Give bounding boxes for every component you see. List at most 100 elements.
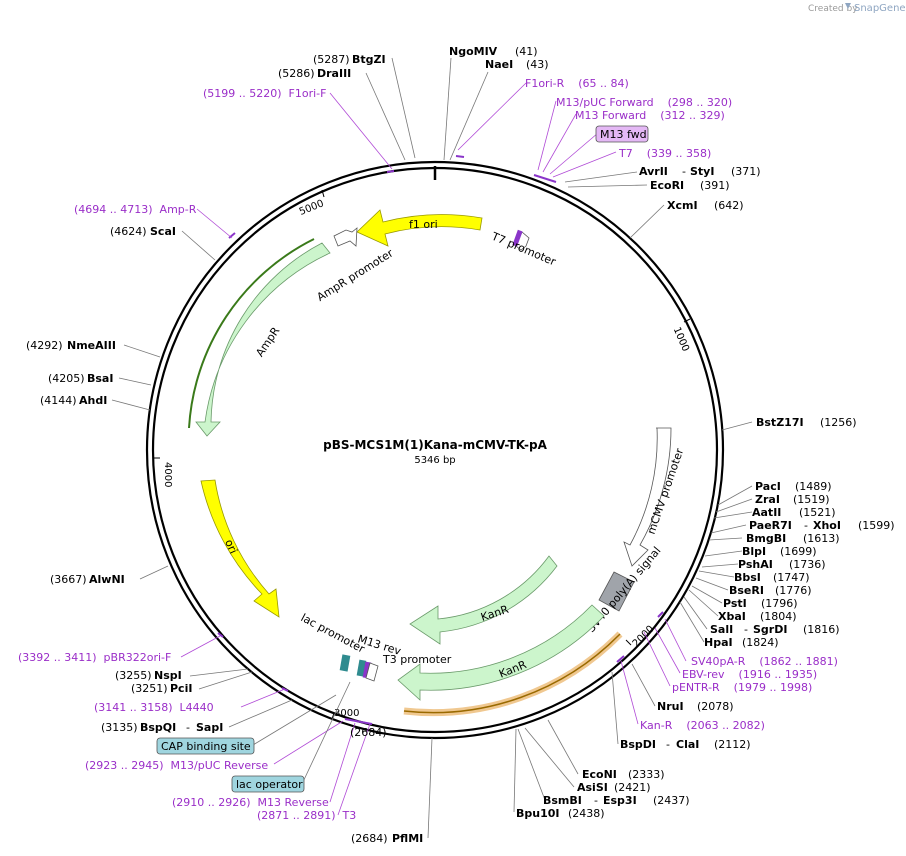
primer-t3[interactable]: (2871 .. 2891) T3 (257, 809, 356, 822)
site-sep-bspdi: - (666, 738, 670, 751)
site-name-bspdi[interactable]: BspDI (620, 738, 656, 751)
credit-text: Created by (808, 4, 858, 14)
site-name-zrai[interactable]: ZraI (755, 493, 780, 506)
feature-sv40-polya-signal[interactable] (598, 571, 635, 612)
site-name-avrii[interactable]: AvrII (639, 165, 668, 178)
site-name-paer7i[interactable]: PaeR7I (749, 519, 792, 532)
site-name-hpai[interactable]: HpaI (704, 636, 733, 649)
primer-m13puc-forward[interactable]: M13/pUC Forward (298 .. 320) (556, 96, 732, 109)
site-name-bsai[interactable]: BsaI (87, 372, 113, 385)
site-name-aatii[interactable]: AatII (752, 506, 781, 519)
site-name-naei[interactable]: NaeI (485, 58, 513, 71)
site-pos-bpu10i: (2438) (568, 807, 605, 820)
site-pos-bbsi: (1747) (773, 571, 810, 584)
site-name-bpu10i[interactable]: Bpu10I (516, 807, 560, 820)
feature-f1-ori[interactable] (356, 209, 483, 247)
site-name-xhoi[interactable]: XhoI (813, 519, 841, 532)
site-pos-bspqi: (3135) (101, 721, 138, 734)
site-name-alwni[interactable]: AlwNI (89, 573, 125, 586)
site-pos-bstz17i: (1256) (820, 416, 857, 429)
site-pos-ngomiv: (41) (515, 45, 538, 58)
ruler-tick-1000 (683, 318, 691, 323)
feature-ampr[interactable] (195, 242, 331, 437)
site-pos-nspi: (3255) (115, 669, 152, 682)
primer-ebv-rev[interactable]: EBV-rev (1916 .. 1935) (682, 668, 817, 681)
feature-mcmv-promoter[interactable] (623, 427, 672, 567)
site-pos-pflmi: (2684) (350, 726, 387, 739)
site-name-btgzi[interactable]: BtgZI (352, 53, 386, 66)
site-name-xbai[interactable]: XbaI (718, 610, 746, 623)
site-name-ecori[interactable]: EcoRI (650, 179, 684, 192)
feature-ampr-promoter[interactable] (333, 227, 358, 247)
primer-f1ori-r[interactable]: F1ori-R (65 .. 84) (525, 77, 629, 90)
primer-amp-r[interactable]: (4694 .. 4713) Amp-R (74, 203, 197, 216)
primer-kan-r[interactable]: Kan-R (2063 .. 2082) (640, 719, 765, 732)
feature-ori[interactable] (200, 479, 280, 618)
site-name-economi[interactable]: EcoNI (582, 768, 617, 781)
feature-label-kanr-inner: KanR (479, 603, 510, 624)
site-name-bbsi[interactable]: BbsI (734, 571, 761, 584)
site-name-sali[interactable]: SalI (710, 623, 733, 636)
site-name-draiii[interactable]: DraIII (317, 67, 351, 80)
feature-label-lac-promoter: lac promoter (299, 611, 368, 656)
primer-f1ori-f[interactable]: (5199 .. 5220) F1ori-F (203, 87, 326, 100)
backbone-ring (145, 160, 725, 740)
cap-binding-site-box[interactable] (156, 737, 255, 755)
site-name-bseri[interactable]: BseRI (729, 584, 764, 597)
site-name-nmeaiii[interactable]: NmeAIII (67, 339, 116, 352)
site-name-bspqi[interactable]: BspQI (140, 721, 176, 734)
ruler-tick-2000 (625, 639, 632, 646)
feature-label-f1-ori: f1 ori (409, 218, 438, 231)
site-name-ahdi[interactable]: AhdI (79, 394, 107, 407)
feature-label-ampr: AmpR (253, 324, 282, 359)
site-labels-left: (5287) BtgZI (5286) DraIII (2684) (3135)… (26, 53, 387, 739)
lac-operator-box[interactable] (231, 775, 305, 793)
site-pos-paer7i: (1599) (858, 519, 895, 532)
site-name-styi[interactable]: StyI (690, 165, 714, 178)
site-pos-nmeaiii: (4292) (26, 339, 63, 352)
site-name-asisi[interactable]: AsiSI (577, 781, 608, 794)
site-name-pflmi[interactable]: PflMI (392, 832, 423, 845)
site-name-bmgbi[interactable]: BmgBI (746, 532, 786, 545)
site-name-scai[interactable]: ScaI (150, 225, 176, 238)
plasmid-name: pBS-MCS1M(1)Kana-mCMV-TK-pA (323, 438, 547, 452)
site-pos-ecori: (391) (700, 179, 730, 192)
primer-markers (217, 155, 664, 725)
site-pos-bspdi: (2112) (714, 738, 751, 751)
site-name-nspi[interactable]: NspI (154, 669, 182, 682)
site-name-pshai[interactable]: PshAI (738, 558, 773, 571)
site-pos-blpi: (1699) (780, 545, 817, 558)
site-pos-hpai: (1824) (742, 636, 779, 649)
site-pos-bmgbi: (1613) (803, 532, 840, 545)
site-name-sgrdi[interactable]: SgrDI (753, 623, 787, 636)
m13-fwd-box[interactable] (595, 125, 649, 143)
primer-pentr-r[interactable]: pENTR-R (1979 .. 1998) (672, 681, 812, 694)
site-name-sapi[interactable]: SapI (196, 721, 223, 734)
ruler-label-4000: 4000 (162, 462, 173, 487)
site-name-pcii[interactable]: PciI (170, 682, 192, 695)
site-name-psti[interactable]: PstI (723, 597, 747, 610)
site-sep-avrii: - (682, 165, 686, 178)
site-name-ngomiv[interactable]: NgoMIV (449, 45, 498, 58)
primer-sv40pa-r[interactable]: SV40pA-R (1862 .. 1881) (691, 655, 838, 668)
site-name-blpi[interactable]: BlpI (742, 545, 766, 558)
boxed-labels: M13 fwd CAP binding site lac operator (156, 125, 649, 793)
primer-m13-reverse[interactable]: (2910 .. 2926) M13 Reverse (172, 796, 329, 809)
feature-t3-promoter[interactable] (365, 662, 379, 682)
primer-t7[interactable]: T7 (339 .. 358) (618, 147, 711, 160)
site-name-bstz17i[interactable]: BstZ17I (756, 416, 804, 429)
site-name-paci[interactable]: PacI (755, 480, 781, 493)
feature-kanr-inner[interactable] (409, 555, 558, 645)
site-name-clai[interactable]: ClaI (676, 738, 699, 751)
site-pos-economi: (2333) (628, 768, 665, 781)
feature-kanr-outer[interactable] (397, 604, 605, 701)
site-name-esp3i[interactable]: Esp3I (603, 794, 637, 807)
site-pos-nrui: (2078) (697, 700, 734, 713)
primer-m13puc-reverse[interactable]: (2923 .. 2945) M13/pUC Reverse (85, 759, 268, 772)
site-name-nrui[interactable]: NruI (657, 700, 684, 713)
primer-m13-forward[interactable]: M13 Forward (312 .. 329) (575, 109, 725, 122)
primer-l4440[interactable]: (3141 .. 3158) L4440 (94, 701, 214, 714)
primer-pbr322ori-f[interactable]: (3392 .. 3411) pBR322ori-F (18, 651, 171, 664)
site-name-xcmi[interactable]: XcmI (667, 199, 698, 212)
site-name-bsmbi[interactable]: BsmBI (543, 794, 582, 807)
